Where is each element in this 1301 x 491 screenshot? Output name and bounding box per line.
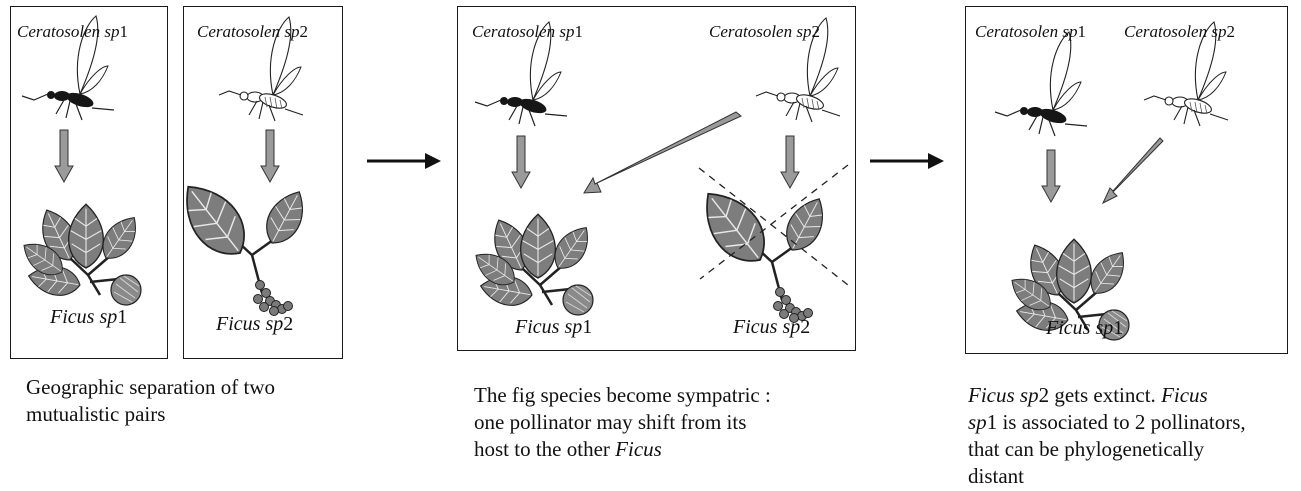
wasp-sp1-icon [995, 32, 1087, 136]
fig-label: Ficus sp1 [515, 317, 592, 337]
insect-label: Ceratosolen sp1 [472, 23, 583, 40]
fig-branch-sp1-icon [469, 214, 597, 315]
fig-branch-sp2-icon [690, 180, 833, 323]
fig-label: Ficus sp2 [216, 314, 293, 334]
fig-branch-sp2-icon [170, 173, 313, 316]
insect-label: Ceratosolen sp2 [709, 23, 820, 40]
down-arrow-icon [781, 136, 799, 188]
host-shift-arrow-icon [584, 112, 741, 193]
pollinator2-arrow-icon [1103, 138, 1163, 203]
fig-label: Ficus sp1 [1046, 318, 1123, 338]
insect-label: Ceratosolen sp1 [975, 23, 1086, 40]
transition-arrow-icon [870, 153, 944, 169]
down-arrow-icon [55, 130, 73, 182]
insect-label: Ceratosolen sp2 [1124, 23, 1235, 40]
insect-label: Ceratosolen sp1 [17, 23, 128, 40]
transition-arrow-icon [367, 153, 441, 169]
down-arrow-icon [512, 136, 530, 188]
down-arrow-icon [261, 130, 279, 182]
fig-label: Ficus sp1 [50, 307, 127, 327]
caption-stage3: Ficus sp2 gets extinct. Ficus sp1 is ass… [968, 382, 1246, 490]
down-arrow-icon [1042, 150, 1060, 202]
caption-stage1: Geographic separation of two mutualistic… [26, 374, 275, 428]
caption-stage2: The fig species become sympatric : one p… [474, 382, 771, 463]
fig-label: Ficus sp2 [733, 317, 810, 337]
insect-label: Ceratosolen sp2 [197, 23, 308, 40]
fig-branch-sp1-icon [17, 204, 145, 305]
